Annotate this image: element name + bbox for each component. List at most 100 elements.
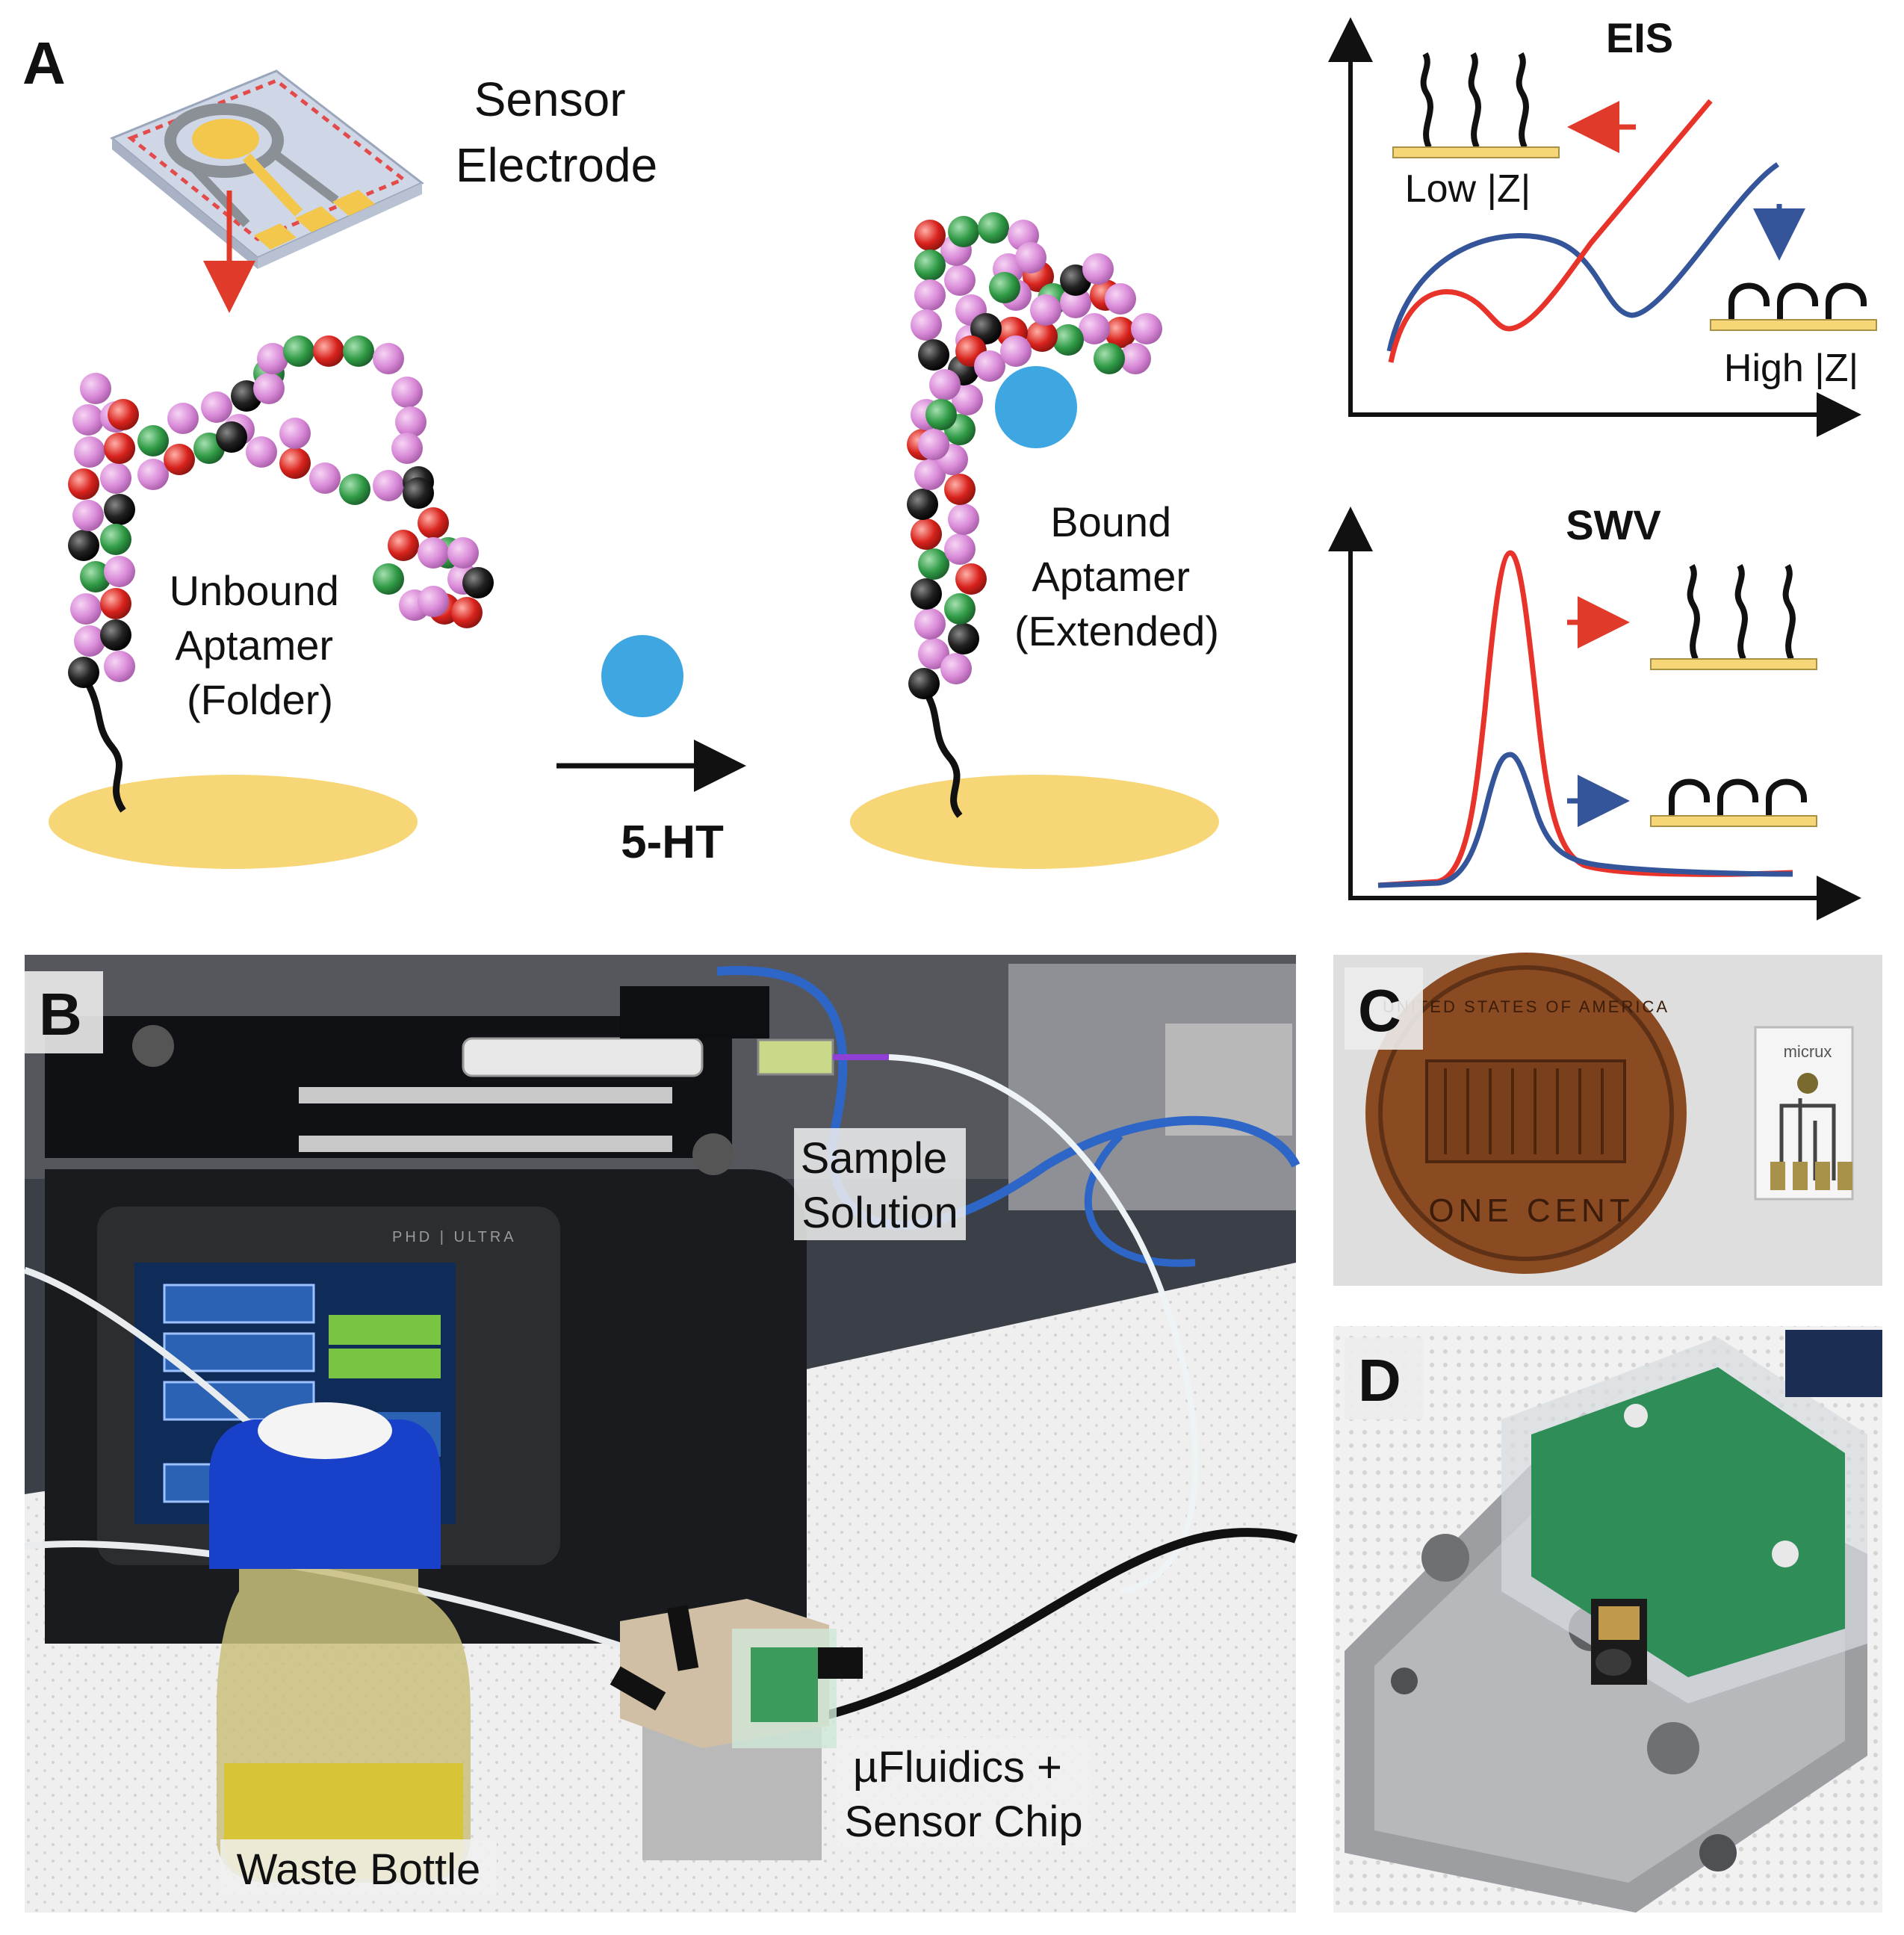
bound-bead xyxy=(908,668,940,699)
bound-bead xyxy=(914,608,946,640)
swv-extended-strands xyxy=(1650,564,1817,670)
bound-bead xyxy=(1079,313,1110,344)
bound-bead xyxy=(1015,242,1046,273)
unbound-aptamer-beads xyxy=(68,335,494,688)
unbound-bead xyxy=(339,474,370,505)
unbound-bead xyxy=(104,556,135,587)
unbound-bead xyxy=(343,335,374,367)
bound-bead xyxy=(948,623,979,654)
unbound-bead xyxy=(201,391,232,423)
bound-bead xyxy=(914,220,946,251)
swv-plot: SWV xyxy=(1328,501,1861,920)
unbound-bead xyxy=(100,462,131,494)
bound-bead xyxy=(974,350,1005,382)
penny-top-text: UNITED STATES OF AMERICA xyxy=(1383,997,1669,1016)
bound-bead xyxy=(989,272,1020,303)
panel-d-letter-bg xyxy=(1345,1337,1423,1419)
bound-bead xyxy=(918,429,949,460)
fluidics-label-bg xyxy=(837,1737,1091,1849)
bound-bead xyxy=(918,548,949,580)
unbound-bead xyxy=(72,404,104,436)
target-5ht-bound xyxy=(995,366,1077,448)
left-gold-electrode xyxy=(49,775,418,869)
target-5ht-free xyxy=(601,635,683,717)
bound-bead xyxy=(970,313,1002,344)
bound-bead xyxy=(944,533,976,565)
unbound-bead xyxy=(388,530,419,561)
right-linker xyxy=(920,685,963,818)
unbound-bead xyxy=(72,500,104,531)
bound-bead xyxy=(1000,335,1032,367)
right-gold-electrode xyxy=(850,775,1219,869)
sample-solution-label: Sample Solution xyxy=(801,1134,960,1237)
unbound-bead xyxy=(279,448,311,479)
eis-title: EIS xyxy=(1606,14,1673,61)
unbound-bead xyxy=(167,403,199,434)
unbound-bead xyxy=(462,567,494,598)
unbound-bead xyxy=(451,597,483,628)
swv-curve-blue xyxy=(1377,752,1793,888)
unbound-bead xyxy=(373,470,404,501)
unbound-bead xyxy=(74,436,105,468)
unbound-aptamer-label: Unbound Aptamer (Folder) xyxy=(170,567,351,723)
bound-bead xyxy=(944,593,976,625)
target-label: 5-HT xyxy=(621,817,724,868)
bound-bead xyxy=(944,474,976,505)
unbound-bead xyxy=(418,507,449,539)
penny-bottom-text: ONE CENT xyxy=(1428,1192,1634,1229)
bound-bead xyxy=(929,369,961,400)
bound-bead xyxy=(952,384,983,415)
panel-d-letter: D xyxy=(1358,1347,1401,1414)
unbound-bead xyxy=(447,537,479,569)
chip-brand: micrux xyxy=(1784,1042,1832,1061)
bound-bead xyxy=(978,212,1009,244)
unbound-bead xyxy=(253,373,285,404)
panel-b-letter-bg xyxy=(25,971,103,1053)
unbound-bead xyxy=(74,625,105,657)
unbound-bead xyxy=(418,537,449,569)
bound-bead xyxy=(1030,294,1061,326)
unbound-bead xyxy=(137,425,169,456)
bound-aptamer-label: Bound Aptamer (Extended) xyxy=(1014,498,1219,654)
eis-curve-red xyxy=(1388,99,1713,363)
sensor-electrode-chip xyxy=(110,69,424,269)
waste-bottle-label: Waste Bottle xyxy=(237,1845,481,1894)
unbound-bead xyxy=(100,588,131,619)
eis-extended-strands xyxy=(1392,52,1560,158)
bound-bead xyxy=(1131,313,1162,344)
unbound-bead xyxy=(279,418,311,449)
bound-bead xyxy=(911,578,942,610)
sensor-electrode-label: Sensor Electrode xyxy=(456,72,657,192)
panel-b-photo: PHD | ULTRA B Sample xyxy=(23,955,1300,1913)
panel-d-photo: D xyxy=(1333,1326,1882,1913)
swv-title: SWV xyxy=(1566,501,1661,548)
unbound-bead xyxy=(283,335,314,367)
unbound-bead xyxy=(309,462,341,494)
panel-c-photo: UNITED STATES OF AMERICA ONE CENT micrux… xyxy=(1333,953,1882,1286)
unbound-bead xyxy=(257,343,288,374)
eis-high-label: High |Z| xyxy=(1724,347,1858,390)
unbound-bead xyxy=(373,343,404,374)
unbound-bead xyxy=(246,436,277,468)
bound-bead xyxy=(918,339,949,371)
bound-bead xyxy=(925,399,957,430)
unbound-bead xyxy=(80,373,111,404)
bound-bead xyxy=(907,489,938,520)
bound-bead xyxy=(1105,317,1136,348)
bound-bead xyxy=(940,653,972,684)
unbound-bead xyxy=(313,335,344,367)
swv-curve-red xyxy=(1377,550,1793,888)
unbound-bead xyxy=(100,619,131,651)
unbound-bead xyxy=(104,433,135,464)
bound-aptamer-beads xyxy=(907,212,1162,699)
unbound-bead xyxy=(391,377,423,408)
unbound-bead xyxy=(70,593,102,625)
unbound-bead xyxy=(418,586,449,617)
bound-bead xyxy=(1026,321,1058,352)
unbound-bead xyxy=(104,651,135,682)
sample-solution-label-bg xyxy=(794,1128,966,1240)
waste-bottle-label-bg xyxy=(220,1839,497,1896)
panel-a: A Sensor Electrode Unbound Aptame xyxy=(22,14,1877,920)
unbound-bead xyxy=(137,459,169,490)
unbound-bead xyxy=(108,399,139,430)
